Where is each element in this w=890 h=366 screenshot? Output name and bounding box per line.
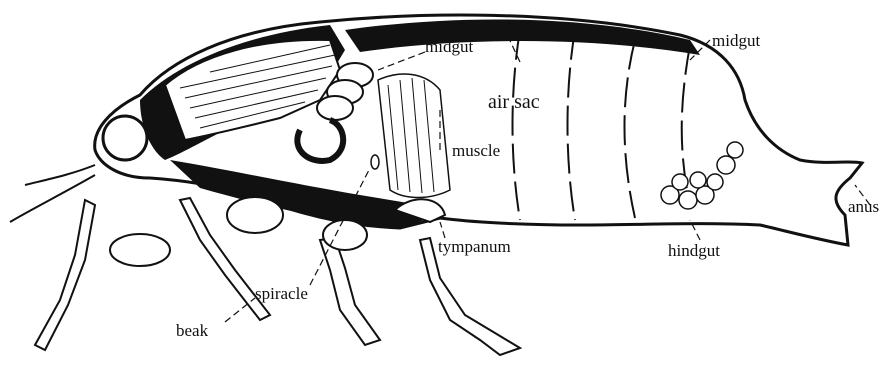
spiracle-shape (371, 155, 379, 169)
label-muscle: muscle (452, 142, 500, 159)
label-beak: beak (176, 322, 208, 339)
label-tympanum: tympanum (438, 238, 511, 255)
compound-eye (103, 116, 147, 160)
label-anus: anus (848, 198, 879, 215)
label-midgut-right: midgut (712, 32, 760, 49)
label-hindgut: hindgut (668, 242, 720, 259)
label-midgut-upper: midgut (425, 38, 473, 55)
label-spiracle: spiracle (255, 285, 308, 302)
label-air-sac: air sac (488, 92, 540, 112)
